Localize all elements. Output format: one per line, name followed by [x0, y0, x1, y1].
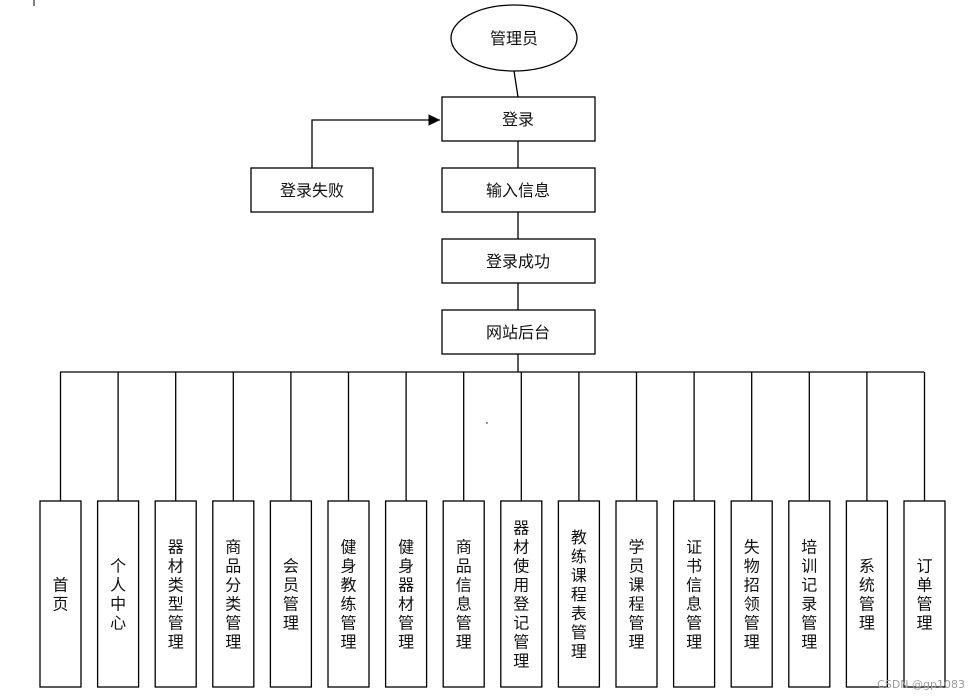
module-label: 培训记录管理: [801, 537, 817, 651]
module-label: 商品分类管理: [225, 537, 241, 651]
module-label: 教练课程表管理: [571, 528, 587, 661]
module-box: [615, 500, 658, 688]
module-label: 系统管理: [859, 556, 875, 632]
module-box: [500, 500, 543, 688]
module-label: 证书信息管理: [686, 537, 702, 651]
input-info-label: 输入信息: [486, 181, 550, 200]
module-box: [269, 500, 313, 688]
backend-label: 网站后台: [486, 323, 550, 342]
module-box: [730, 500, 773, 688]
login-fail-box: [250, 167, 374, 213]
module-box: [96, 500, 140, 688]
connector-admin-login: [513, 70, 519, 98]
login-box: [441, 96, 596, 142]
module-label: 失物招领管理: [744, 537, 760, 651]
watermark: CSDN @gp1083: [877, 678, 965, 691]
module-box: [788, 500, 831, 688]
module-label: 商品信息管理: [456, 537, 472, 651]
module-label: 首页: [52, 575, 68, 613]
module-label: 订单管理: [916, 556, 932, 632]
login-label: 登录: [502, 110, 534, 129]
module-box: [154, 500, 197, 688]
module-box: [327, 500, 370, 688]
module-label: 器材类型管理: [168, 537, 184, 651]
module-box: [557, 500, 601, 688]
module-box: [903, 500, 946, 688]
module-group: 首页 个人中心 器材类型管理 商品分类管理 会员管理 健身教练管理 健身器材管理 商品信息管理…: [39, 372, 946, 688]
login-success-label: 登录成功: [486, 252, 550, 271]
module-label: 健身器材管理: [398, 537, 414, 651]
admin-label: 管理员: [490, 29, 538, 48]
module-box: [39, 500, 82, 688]
module-box: [212, 500, 255, 688]
login-success-box: [441, 238, 596, 284]
module-box: [845, 500, 889, 688]
fail-return-arrow: [311, 114, 440, 168]
input-info-box: [441, 167, 596, 213]
admin-ellipse: [450, 4, 578, 72]
module-box: [672, 500, 716, 688]
module-label: 健身教练管理: [340, 537, 356, 651]
backend-box: [441, 309, 596, 355]
module-label: 个人中心: [110, 556, 126, 632]
module-label: 器材使用登记管理: [513, 518, 529, 670]
module-box: [442, 500, 485, 688]
module-label: 会员管理: [283, 556, 299, 632]
login-fail-label: 登录失败: [280, 181, 344, 200]
module-label: 学员课程管理: [628, 537, 644, 651]
module-box: [384, 500, 428, 688]
